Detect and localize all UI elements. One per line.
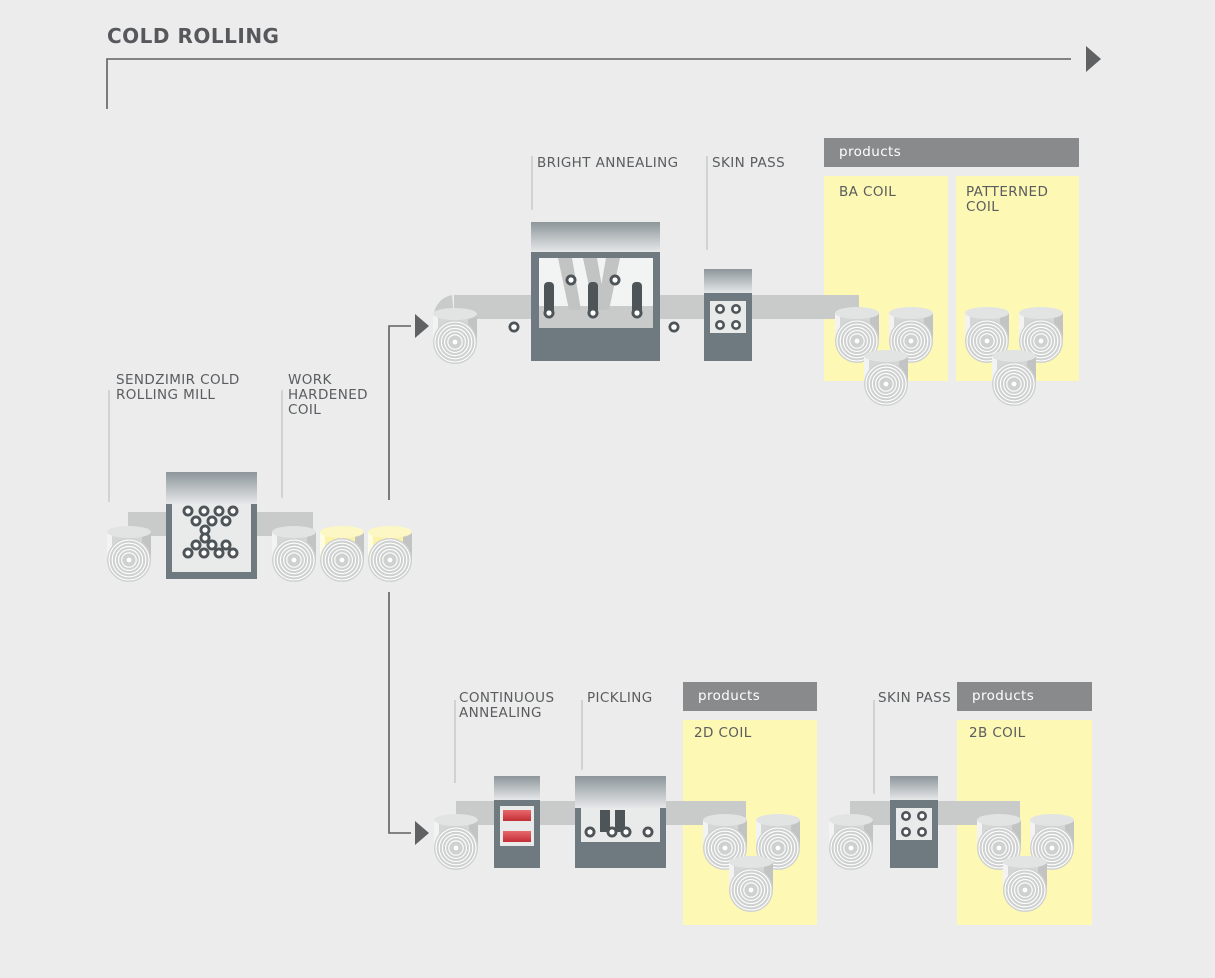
products-header-bottom-mid: products <box>683 682 817 711</box>
machine-skin-pass-bottom <box>890 776 938 868</box>
layer-lines <box>106 46 1101 845</box>
branch-arrow-bottom-icon <box>415 821 429 845</box>
coil-ba-0 <box>835 307 879 363</box>
machine-sendzimir-mill <box>166 472 257 579</box>
machine-pickling <box>575 776 666 868</box>
branch-arrow-top-icon <box>415 314 429 338</box>
machine-bright-annealing <box>531 222 660 361</box>
coil-mill-entry <box>107 526 151 582</box>
coil-patterned-0 <box>965 307 1009 363</box>
coil-patterned-2 <box>992 350 1036 406</box>
product-ba-coil: BA COIL <box>839 184 897 200</box>
label-continuous-annealing: CONTINUOUS ANNEALING <box>459 690 555 721</box>
product-2d-coil: 2D COIL <box>694 725 752 741</box>
coil-2b-2 <box>1003 856 1047 912</box>
coil-2d-2 <box>729 856 773 912</box>
machine-skin-pass-top <box>704 269 752 361</box>
label-skin-pass-bottom: SKIN PASS <box>878 690 952 706</box>
machine-continuous-annealing <box>494 776 540 868</box>
label-bright-annealing: BRIGHT ANNEALING <box>537 155 679 171</box>
branch-line-bottom <box>388 592 411 834</box>
label-sendzimir-mill: SENDZIMIR COLD ROLLING MILL <box>116 372 240 403</box>
layer-coils <box>107 307 1074 912</box>
label-work-hardened-coil: WORK HARDENED COIL <box>288 372 368 418</box>
label-pickling: PICKLING <box>587 690 653 706</box>
products-header-top: products <box>824 138 1079 167</box>
coil-work-hardened-1 <box>368 526 412 582</box>
branch-line-top <box>388 325 411 500</box>
coil-ba-1 <box>889 307 933 363</box>
guide-roller-0 <box>508 321 520 333</box>
timeline-line <box>106 58 1071 109</box>
page-title: COLD ROLLING <box>107 24 280 48</box>
coil-mill-exit <box>272 526 316 582</box>
label-skin-pass-top: SKIN PASS <box>712 155 786 171</box>
coil-work-hardened-0 <box>320 526 364 582</box>
coil-ba-2 <box>864 350 908 406</box>
products-header-bottom-right: products <box>957 682 1092 711</box>
product-patterned-coil: PATTERNED COIL <box>966 184 1049 215</box>
coil-patterned-1 <box>1019 307 1063 363</box>
timeline-arrow-icon <box>1086 46 1101 72</box>
guide-roller-1 <box>668 321 680 333</box>
coil-top-entry <box>433 308 477 364</box>
layer-machines <box>166 222 938 868</box>
product-2b-coil: 2B COIL <box>969 725 1026 741</box>
coil-bottom-entry <box>434 814 478 870</box>
coil-skinpass-entry <box>829 814 873 870</box>
